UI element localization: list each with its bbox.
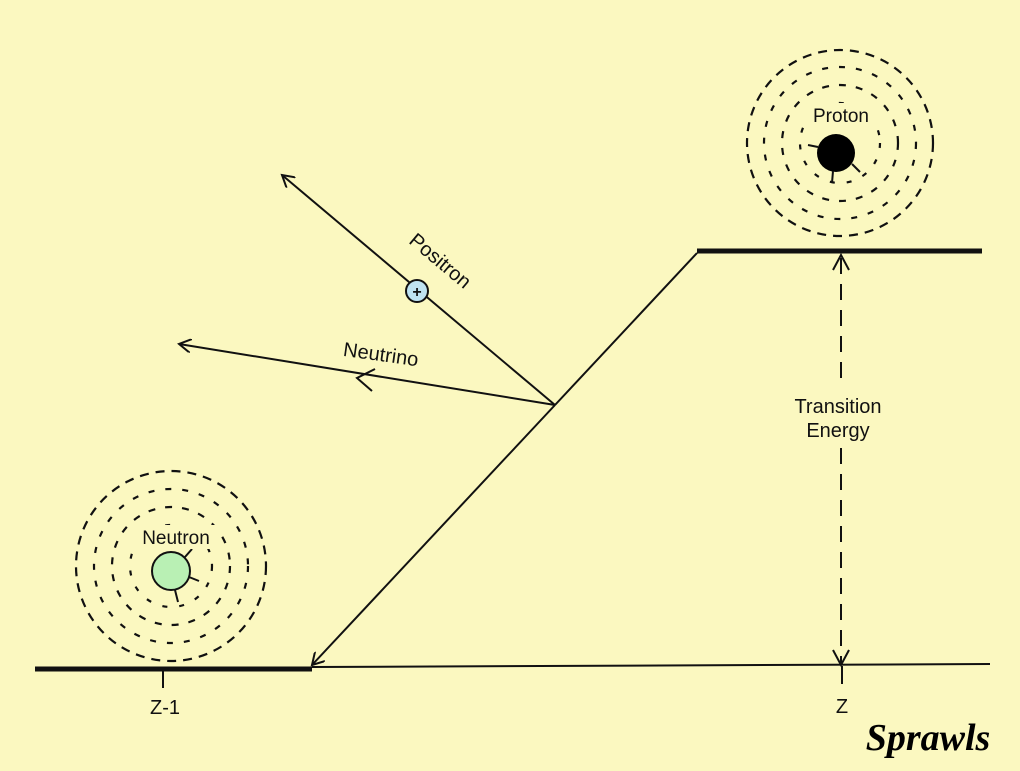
- neutron-nucleus-cloud: [74, 469, 268, 663]
- proton-label-backdrop: [806, 103, 876, 127]
- proton-label: Proton: [813, 106, 869, 127]
- z-label: Z: [836, 696, 848, 718]
- author-signature: Sprawls: [866, 717, 991, 759]
- baseline-line: [311, 663, 991, 668]
- transition-lower-arrow: [312, 404, 556, 665]
- neutron-particle: [151, 548, 200, 603]
- positron-particle: +: [405, 279, 429, 303]
- neutrino-label: Neutrino: [342, 339, 420, 371]
- neutron-label: Neutron: [142, 528, 210, 549]
- neutron-label-backdrop: [134, 525, 218, 549]
- transition-arrowhead-down: [832, 649, 850, 668]
- neutrino-chevron: [355, 368, 376, 392]
- transition-energy-label-line1: Transition: [794, 396, 881, 418]
- transition-energy-label-line2: Energy: [806, 420, 869, 442]
- positron-symbol: +: [412, 284, 421, 301]
- neutrino-arrow: [179, 344, 556, 406]
- proton-particle: [807, 134, 861, 184]
- z-minus-1-label: Z-1: [150, 697, 180, 719]
- transition-upper-segment: [554, 252, 698, 406]
- transition-arrowhead-up: [832, 252, 850, 271]
